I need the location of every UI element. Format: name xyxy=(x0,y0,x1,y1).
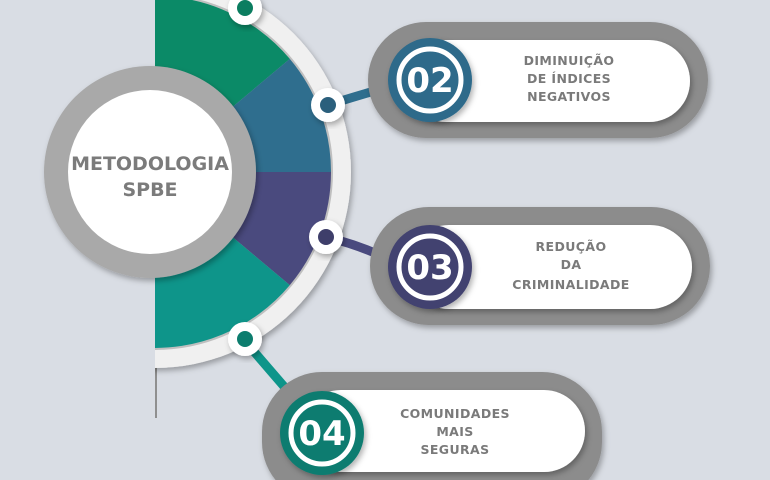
item-02: 02 DIMINUIÇÃO DE ÍNDICES NEGATIVOS xyxy=(368,22,708,138)
item-04-label-3: SEGURAS xyxy=(420,442,489,457)
segment-ring xyxy=(155,0,331,348)
segment-blue xyxy=(231,58,331,172)
segment-green xyxy=(155,0,290,108)
item-03-pill xyxy=(407,225,692,309)
center-title-line-2: SPBE xyxy=(122,179,177,201)
item-04-label-2: MAIS xyxy=(436,424,473,439)
item-02-label-3: NEGATIVOS xyxy=(527,89,611,104)
item-02-pill xyxy=(405,40,690,122)
item-04-label-1: COMUNIDADES xyxy=(400,406,510,421)
center-title-line-1: METODOLOGIA xyxy=(71,153,229,175)
item-03-label-1: REDUÇÃO xyxy=(536,239,607,254)
segment-teal xyxy=(155,236,290,348)
item-03: 03 REDUÇÃO DA CRIMINALIDADE xyxy=(370,207,710,325)
item-04-pill xyxy=(300,390,585,472)
item-02-number: 02 xyxy=(406,61,453,101)
item-04: 04 COMUNIDADES MAIS SEGURAS xyxy=(262,372,602,480)
item-04-number: 04 xyxy=(298,414,345,454)
item-02-label-2: DE ÍNDICES xyxy=(527,71,611,86)
node-dots xyxy=(228,0,345,356)
item-03-label-3: CRIMINALIDADE xyxy=(512,277,629,292)
item-03-label-2: DA xyxy=(561,257,582,272)
item-02-label-1: DIMINUIÇÃO xyxy=(524,53,615,68)
item-03-number: 03 xyxy=(406,248,453,288)
segment-purple xyxy=(231,172,331,286)
center-circle xyxy=(68,90,232,254)
